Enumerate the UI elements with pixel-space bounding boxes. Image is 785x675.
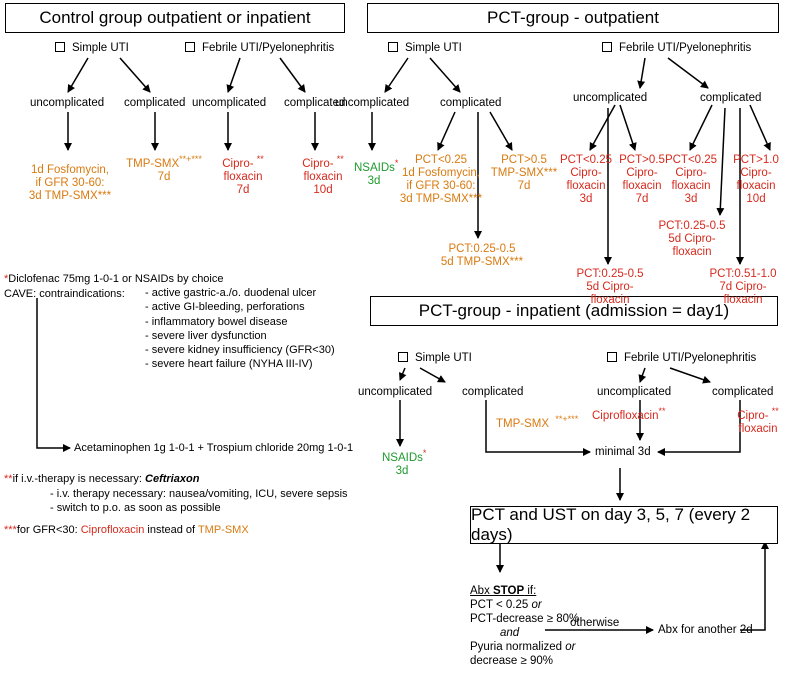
pct-in-tmp-smx: TMP-SMX **+***: [496, 414, 579, 430]
pct-outpatient-header: PCT-group - outpatient: [367, 3, 779, 33]
nsaid-note: *Diclofenac 75mg 1-0-1 or NSAIDs by choi…: [4, 273, 224, 300]
pct-in-ciprofloxacin: Ciprofloxacin**: [592, 406, 666, 422]
control-simple-uti: Simple UTI: [55, 42, 129, 55]
pct-in-uncomplicated: uncomplicated: [358, 386, 433, 398]
checkbox-icon: [607, 352, 617, 362]
pct-in-complicated: complicated: [462, 386, 524, 398]
pct-ust-box: PCT and UST on day 3, 5, 7 (every 2 days…: [470, 505, 778, 544]
pct-out-complicated: complicated: [440, 97, 502, 109]
checkbox-icon: [388, 42, 398, 52]
pct-out-nsaids: NSAIDs*3d: [354, 158, 399, 187]
pct-out-uncomplicated: uncomplicated: [335, 97, 410, 109]
pct-ust-text: PCT and UST on day 3, 5, 7 (every 2 days…: [471, 505, 751, 544]
control-uncomplicated: uncomplicated: [30, 97, 105, 109]
pct-in-febrile-complicated: complicated: [712, 386, 774, 398]
control-complicated: complicated: [124, 97, 186, 109]
control-tmp-smx: TMP-SMX**+***7d: [126, 154, 202, 183]
pct-inpatient-header: PCT-group - inpatient (admission = day1): [370, 296, 778, 326]
control-febrile-uti: Febrile UTI/Pyelonephritis: [185, 42, 334, 55]
control-fosfomycin: 1d Fosfomycin,if GFR 30-60:3d TMP-SMX***: [28, 164, 112, 202]
control-header-text: Control group outpatient or inpatient: [39, 8, 311, 27]
iv-therapy-note: **if i.v.-therapy is necessary: Ceftriax…: [4, 473, 348, 514]
acetaminophen-note: Acetaminophen 1g 1-0-1 + Trospium chlori…: [74, 442, 354, 454]
contraindications-list: - active gastric-a./o. duodenal ulcer - …: [145, 287, 335, 371]
abx-another-2d: Abx for another 2d: [658, 624, 753, 636]
pct-out-febrile-complicated: complicated: [700, 92, 762, 104]
checkbox-icon: [398, 352, 408, 362]
pct-in-cipro-complicated: Cipro- **floxacin: [737, 406, 779, 435]
control-group-header: Control group outpatient or inpatient: [5, 3, 345, 33]
checkbox-icon: [602, 42, 612, 52]
pct-in-simple-uti: Simple UTI: [398, 352, 472, 365]
pct-in-nsaids: NSAIDs*3d: [382, 448, 427, 477]
pct-out-febrile-uncomplicated: uncomplicated: [573, 92, 648, 104]
pct-inpatient-header-text: PCT-group - inpatient (admission = day1): [418, 301, 730, 320]
abx-stop-criteria: Abx STOP if: PCT < 0.25 or PCT-decrease …: [470, 585, 580, 667]
control-febrile-uncomplicated: uncomplicated: [192, 97, 267, 109]
checkbox-icon: [55, 42, 65, 52]
pct-out-febrile-uti: Febrile UTI/Pyelonephritis: [602, 42, 751, 55]
pct-in-febrile-uti: Febrile UTI/Pyelonephritis: [607, 352, 756, 365]
gfr-note: ***for GFR<30: Ciprofloxacin instead of …: [4, 524, 249, 536]
checkbox-icon: [185, 42, 195, 52]
control-febrile-complicated: complicated: [284, 97, 346, 109]
pct-in-febrile-uncomplicated: uncomplicated: [597, 386, 672, 398]
otherwise-label: otherwise: [570, 617, 620, 629]
pct-outpatient-header-text: PCT-group - outpatient: [487, 8, 659, 27]
pct-out-simple-uti: Simple UTI: [388, 42, 462, 55]
minimal-3d-label: minimal 3d: [595, 446, 651, 458]
